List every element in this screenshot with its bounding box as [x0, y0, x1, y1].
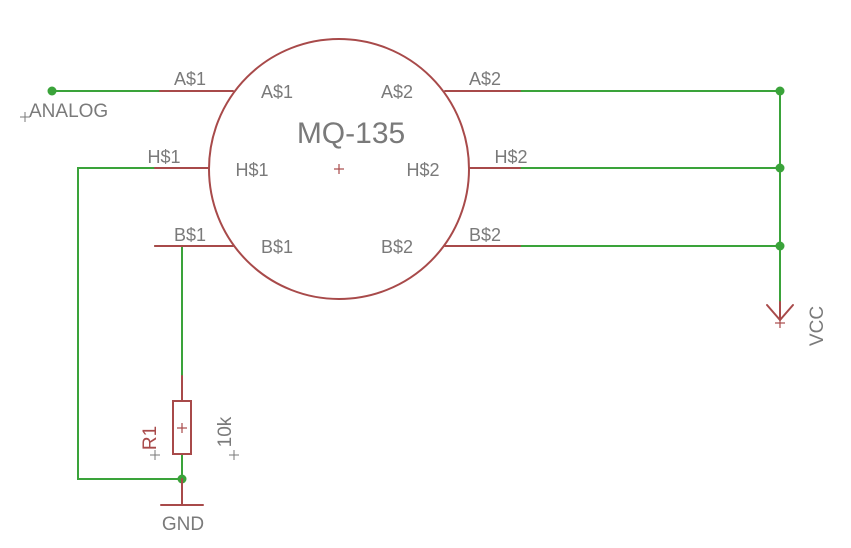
gnd-symbol[interactable]: GND [160, 478, 204, 535]
wire-h1-to-gnd[interactable] [77, 167, 183, 480]
pin-b1-inner-label: B$1 [261, 237, 293, 257]
junction-vcc-b2 [775, 241, 785, 251]
junction-vcc-a2 [775, 86, 785, 96]
gnd-label: GND [162, 514, 204, 535]
pin-h1-inner-label: H$1 [235, 160, 268, 180]
pin-a1-outer-label: A$1 [174, 69, 206, 89]
sensor-mq135[interactable]: MQ-135 A$1 A$2 H$1 H$2 B$1 B$2 A$1 H$1 B… [147, 38, 528, 300]
pin-h1-outer-label: H$1 [147, 147, 180, 167]
pin-a2-inner-label: A$2 [381, 82, 413, 102]
r1-value: 10k [215, 416, 236, 447]
junction-analog [47, 86, 57, 96]
junction-vcc-h2 [775, 163, 785, 173]
vcc-label: VCC [807, 306, 828, 346]
vcc-symbol[interactable]: VCC [766, 301, 828, 346]
pin-h2-outer-label: H$2 [494, 147, 527, 167]
resistor-r1[interactable]: R1 10k [140, 375, 239, 460]
net-analog[interactable]: ANALOG [20, 101, 108, 122]
pin-h2-inner-label: H$2 [406, 160, 439, 180]
junctions [47, 86, 785, 484]
pin-a2-outer-label: A$2 [469, 69, 501, 89]
pin-b2-inner-label: B$2 [381, 237, 413, 257]
wire-b1-to-r1[interactable] [154, 245, 183, 377]
pin-b2-outer-label: B$2 [469, 225, 501, 245]
pin-b1-outer-label: B$1 [174, 225, 206, 245]
analog-label: ANALOG [29, 101, 108, 122]
r1-designator: R1 [140, 426, 161, 450]
sensor-title: MQ-135 [297, 117, 405, 150]
pin-a1-inner-label: A$1 [261, 82, 293, 102]
